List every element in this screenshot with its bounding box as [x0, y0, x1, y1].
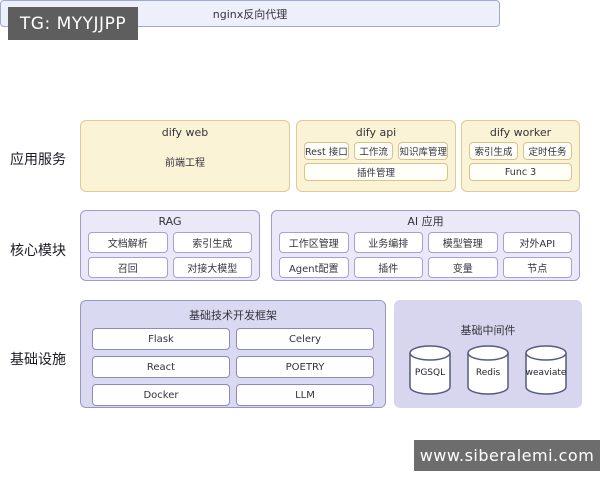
celery-item: Celery [236, 328, 374, 350]
row-label-app-services: 应用服务 [10, 152, 66, 168]
tech-framework-box: 基础技术开发框架 Flask Celery React POETRY Docke… [80, 300, 386, 408]
plugin-mgmt-item: 插件管理 [304, 163, 448, 181]
ai-app-title: AI 应用 [407, 215, 444, 228]
middleware-box: 基础中间件 PGSQL Redis [394, 300, 582, 408]
redis-cylinder: Redis [465, 344, 511, 396]
variable-item: 变量 [428, 257, 498, 278]
dify-api-box: dify api Rest 接口 工作流 知识库管理 插件管理 [296, 120, 456, 192]
react-item: React [92, 356, 230, 378]
dify-worker-title: dify worker [489, 126, 552, 139]
business-orchestration-item: 业务编排 [353, 232, 423, 253]
watermark-top-badge: TG: MYYJJPP [8, 7, 138, 40]
rag-title: RAG [158, 215, 182, 228]
doc-parsing-item: 文档解析 [88, 232, 168, 253]
database-row: PGSQL Redis weaviate [407, 344, 569, 396]
external-api-item: 对外API [502, 232, 572, 253]
database-icon [525, 345, 567, 395]
row-label-infrastructure: 基础设施 [10, 352, 66, 368]
scheduled-task-item: 定时任务 [523, 142, 572, 160]
rag-box: RAG 文档解析 索引生成 召回 对接大模型 [80, 210, 260, 281]
flask-item: Flask [92, 328, 230, 350]
database-icon [467, 345, 509, 395]
model-mgmt-item: 模型管理 [428, 232, 498, 253]
dify-worker-box: dify worker 索引生成 定时任务 Func 3 [461, 120, 580, 192]
rest-api-item: Rest 接口 [304, 142, 349, 160]
dify-web-title: dify web [161, 126, 209, 139]
plugin-item: 插件 [353, 257, 423, 278]
agent-config-item: Agent配置 [279, 257, 349, 278]
rag-index-generation-item: 索引生成 [172, 232, 252, 253]
weaviate-cylinder: weaviate [523, 344, 569, 396]
llm-connect-item: 对接大模型 [172, 257, 252, 278]
workspace-mgmt-item: 工作区管理 [279, 232, 349, 253]
func3-item: Func 3 [469, 163, 572, 181]
middleware-title: 基础中间件 [460, 324, 516, 337]
ai-app-box: AI 应用 工作区管理 业务编排 模型管理 对外API Agent配置 插件 变… [271, 210, 580, 281]
poetry-item: POETRY [236, 356, 374, 378]
database-icon [409, 345, 451, 395]
weaviate-label: weaviate [525, 368, 567, 378]
index-generation-item: 索引生成 [469, 142, 518, 160]
dify-web-box: dify web 前端工程 [80, 120, 290, 192]
frontend-project-label: 前端工程 [165, 158, 205, 169]
recall-item: 召回 [88, 257, 168, 278]
pgsql-cylinder: PGSQL [407, 344, 453, 396]
pgsql-label: PGSQL [414, 368, 446, 378]
node-item: 节点 [502, 257, 572, 278]
watermark-bottom-badge: www.siberalemi.com [414, 440, 600, 471]
row-label-core-modules: 核心模块 [10, 243, 66, 259]
llm-item: LLM [236, 384, 374, 406]
knowledge-base-mgmt-item: 知识库管理 [398, 142, 448, 160]
redis-label: Redis [475, 368, 501, 378]
tech-framework-title: 基础技术开发框架 [189, 309, 277, 322]
docker-item: Docker [92, 384, 230, 406]
dify-api-title: dify api [355, 126, 397, 139]
workflow-item: 工作流 [353, 142, 394, 160]
